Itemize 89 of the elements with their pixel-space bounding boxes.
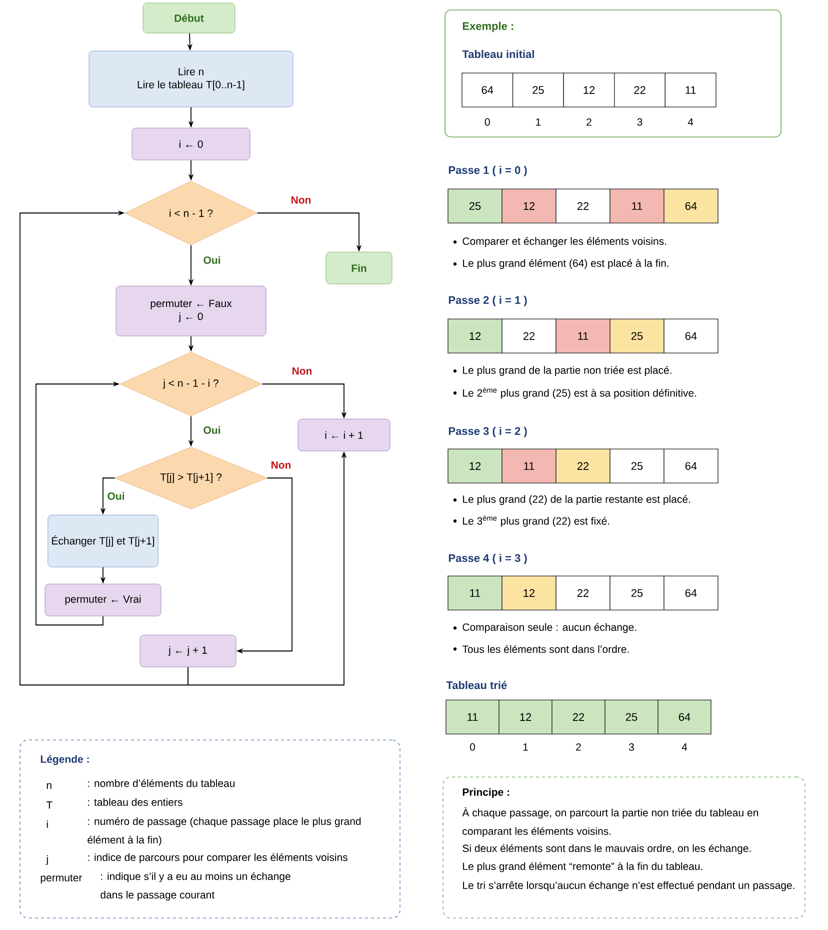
bullet-text: Comparer et échanger les éléments voisins. — [453, 237, 666, 247]
example-panel — [444, 10, 782, 138]
index-number: 1 — [523, 743, 528, 751]
bullet-text: Le 2$^{ème}$ plus grand (25) est à sa position définitive. — [453, 387, 696, 399]
table-cell: 64 — [658, 700, 712, 734]
principle-text: Le plus grand élément “remonte” à la fin du tableau. — [463, 862, 702, 872]
index-number: 4 — [682, 743, 688, 751]
process-box: j ← j + 1 — [140, 634, 236, 668]
terminal-box: Fin — [326, 252, 392, 284]
legend-symbol: i — [46, 820, 48, 828]
index-number: 3 — [637, 118, 642, 126]
section-heading: Tableau trié — [446, 680, 507, 690]
table-cell: 64 — [462, 72, 514, 108]
principle-text: À chaque passage, on parcourt la partie non triée du tableau en comparant les éléments voisins. — [462, 807, 758, 837]
section-heading: Passe 4 ( i = 3 ) — [448, 554, 527, 564]
table-cell: 25 — [448, 188, 502, 224]
legend-description: : numéro de passage (chaque passage place le plus grand élément à la fin) — [88, 817, 361, 846]
edge-label: Oui — [202, 255, 222, 265]
table-cell: 12 — [502, 576, 556, 610]
panel-heading: Principe : — [462, 788, 510, 798]
index-number: 1 — [536, 118, 541, 126]
principle-text: Si deux éléments sont dans le mauvais ordre, on les échange. — [462, 844, 751, 854]
table-cell: 64 — [664, 318, 718, 354]
index-number: 2 — [586, 118, 592, 126]
index-number: 0 — [470, 743, 475, 751]
process-box: i ← i + 1 — [298, 418, 390, 452]
table-cell: 22 — [556, 448, 610, 484]
edge-label: Oui — [202, 425, 222, 435]
table-cell: 22 — [502, 318, 556, 354]
edge-label: Non — [270, 460, 292, 470]
process-box: permuter ← Vrai — [44, 584, 162, 616]
table-cell: 11 — [502, 448, 556, 484]
table-cell: 25 — [610, 576, 664, 610]
table-cell: 22 — [552, 700, 606, 734]
bullet-text: Le plus grand élément (64) est placé à la fin. — [453, 259, 668, 269]
legend-panel — [20, 740, 400, 918]
legend-description: : tableau des entiers — [88, 798, 182, 806]
input-box: Lire n Lire le tableau T[0..n-1] — [88, 50, 294, 108]
bullet-text: Le 3$^{ème}$ plus grand (22) est fixé. — [453, 515, 610, 527]
table-cell: 25 — [610, 448, 664, 484]
legend-symbol: n — [46, 783, 52, 789]
table-cell: 64 — [664, 576, 718, 610]
section-heading: Passe 3 ( i = 2 ) — [448, 426, 527, 438]
table-cell: 64 — [664, 188, 718, 224]
table-cell: 22 — [614, 72, 666, 108]
index-number: 0 — [484, 118, 490, 126]
index-number: 2 — [576, 743, 581, 751]
table-cell: 12 — [448, 448, 502, 484]
table-cell: 25 — [610, 318, 664, 354]
edge-label: Non — [290, 366, 314, 376]
bullet-text: Le plus grand de la partie non triée est placé. — [453, 366, 672, 376]
table-cell: 64 — [664, 448, 718, 484]
legend-symbol: permuter — [40, 874, 82, 884]
bullet-text: Tous les éléments sont dans l’ordre. — [453, 645, 629, 653]
principle-text: Le tri s’arrête lorsqu’aucun échange n’est effectué pendant un passage. — [463, 881, 794, 892]
panel-heading: Tableau initial — [462, 50, 534, 58]
process-box: i ← 0 — [132, 128, 250, 160]
panel-heading: Légende : — [40, 755, 89, 765]
process-box: permuter ← Faux j ← 0 — [116, 286, 266, 336]
input-box: Échanger T[j] et T[j+1] — [48, 514, 158, 568]
table-cell: 11 — [664, 72, 716, 108]
table-cell: 12 — [502, 188, 556, 224]
table-cell: 12 — [498, 700, 552, 734]
legend-description: : nombre d’éléments du tableau — [88, 779, 235, 788]
legend-description: : indique s’il y a eu au moins un échange dans le passage courant — [100, 872, 290, 901]
table-cell: 12 — [563, 72, 615, 108]
table-cell: 11 — [448, 576, 502, 610]
terminal-box: Début — [142, 2, 236, 34]
arrow — [20, 210, 188, 686]
bullet-text: Comparaison seule : aucun échange. — [453, 623, 636, 633]
table-cell: 22 — [556, 188, 610, 224]
legend-symbol: T — [46, 801, 52, 809]
index-number: 4 — [688, 118, 694, 126]
table-cell: 12 — [448, 318, 502, 354]
table-cell: 11 — [610, 188, 664, 224]
principle-panel — [442, 776, 806, 918]
legend-description: : indice de parcours pour comparer les éléments voisins — [88, 853, 348, 864]
table-cell: 22 — [556, 576, 610, 610]
index-number: 3 — [628, 743, 634, 751]
legend-symbol: j — [46, 855, 48, 865]
table-cell: 25 — [512, 72, 564, 108]
edge-label: Non — [290, 195, 312, 205]
section-heading: Passe 1 ( i = 0 ) — [448, 166, 527, 176]
bullet-text: Le plus grand (22) de la partie restante est placé. — [453, 495, 690, 505]
section-heading: Passe 2 ( i = 1 ) — [448, 296, 527, 306]
table-cell: 11 — [446, 700, 500, 734]
table-cell: 11 — [556, 318, 610, 354]
table-cell: 25 — [604, 700, 658, 734]
panel-heading: Exemple : — [462, 22, 514, 32]
